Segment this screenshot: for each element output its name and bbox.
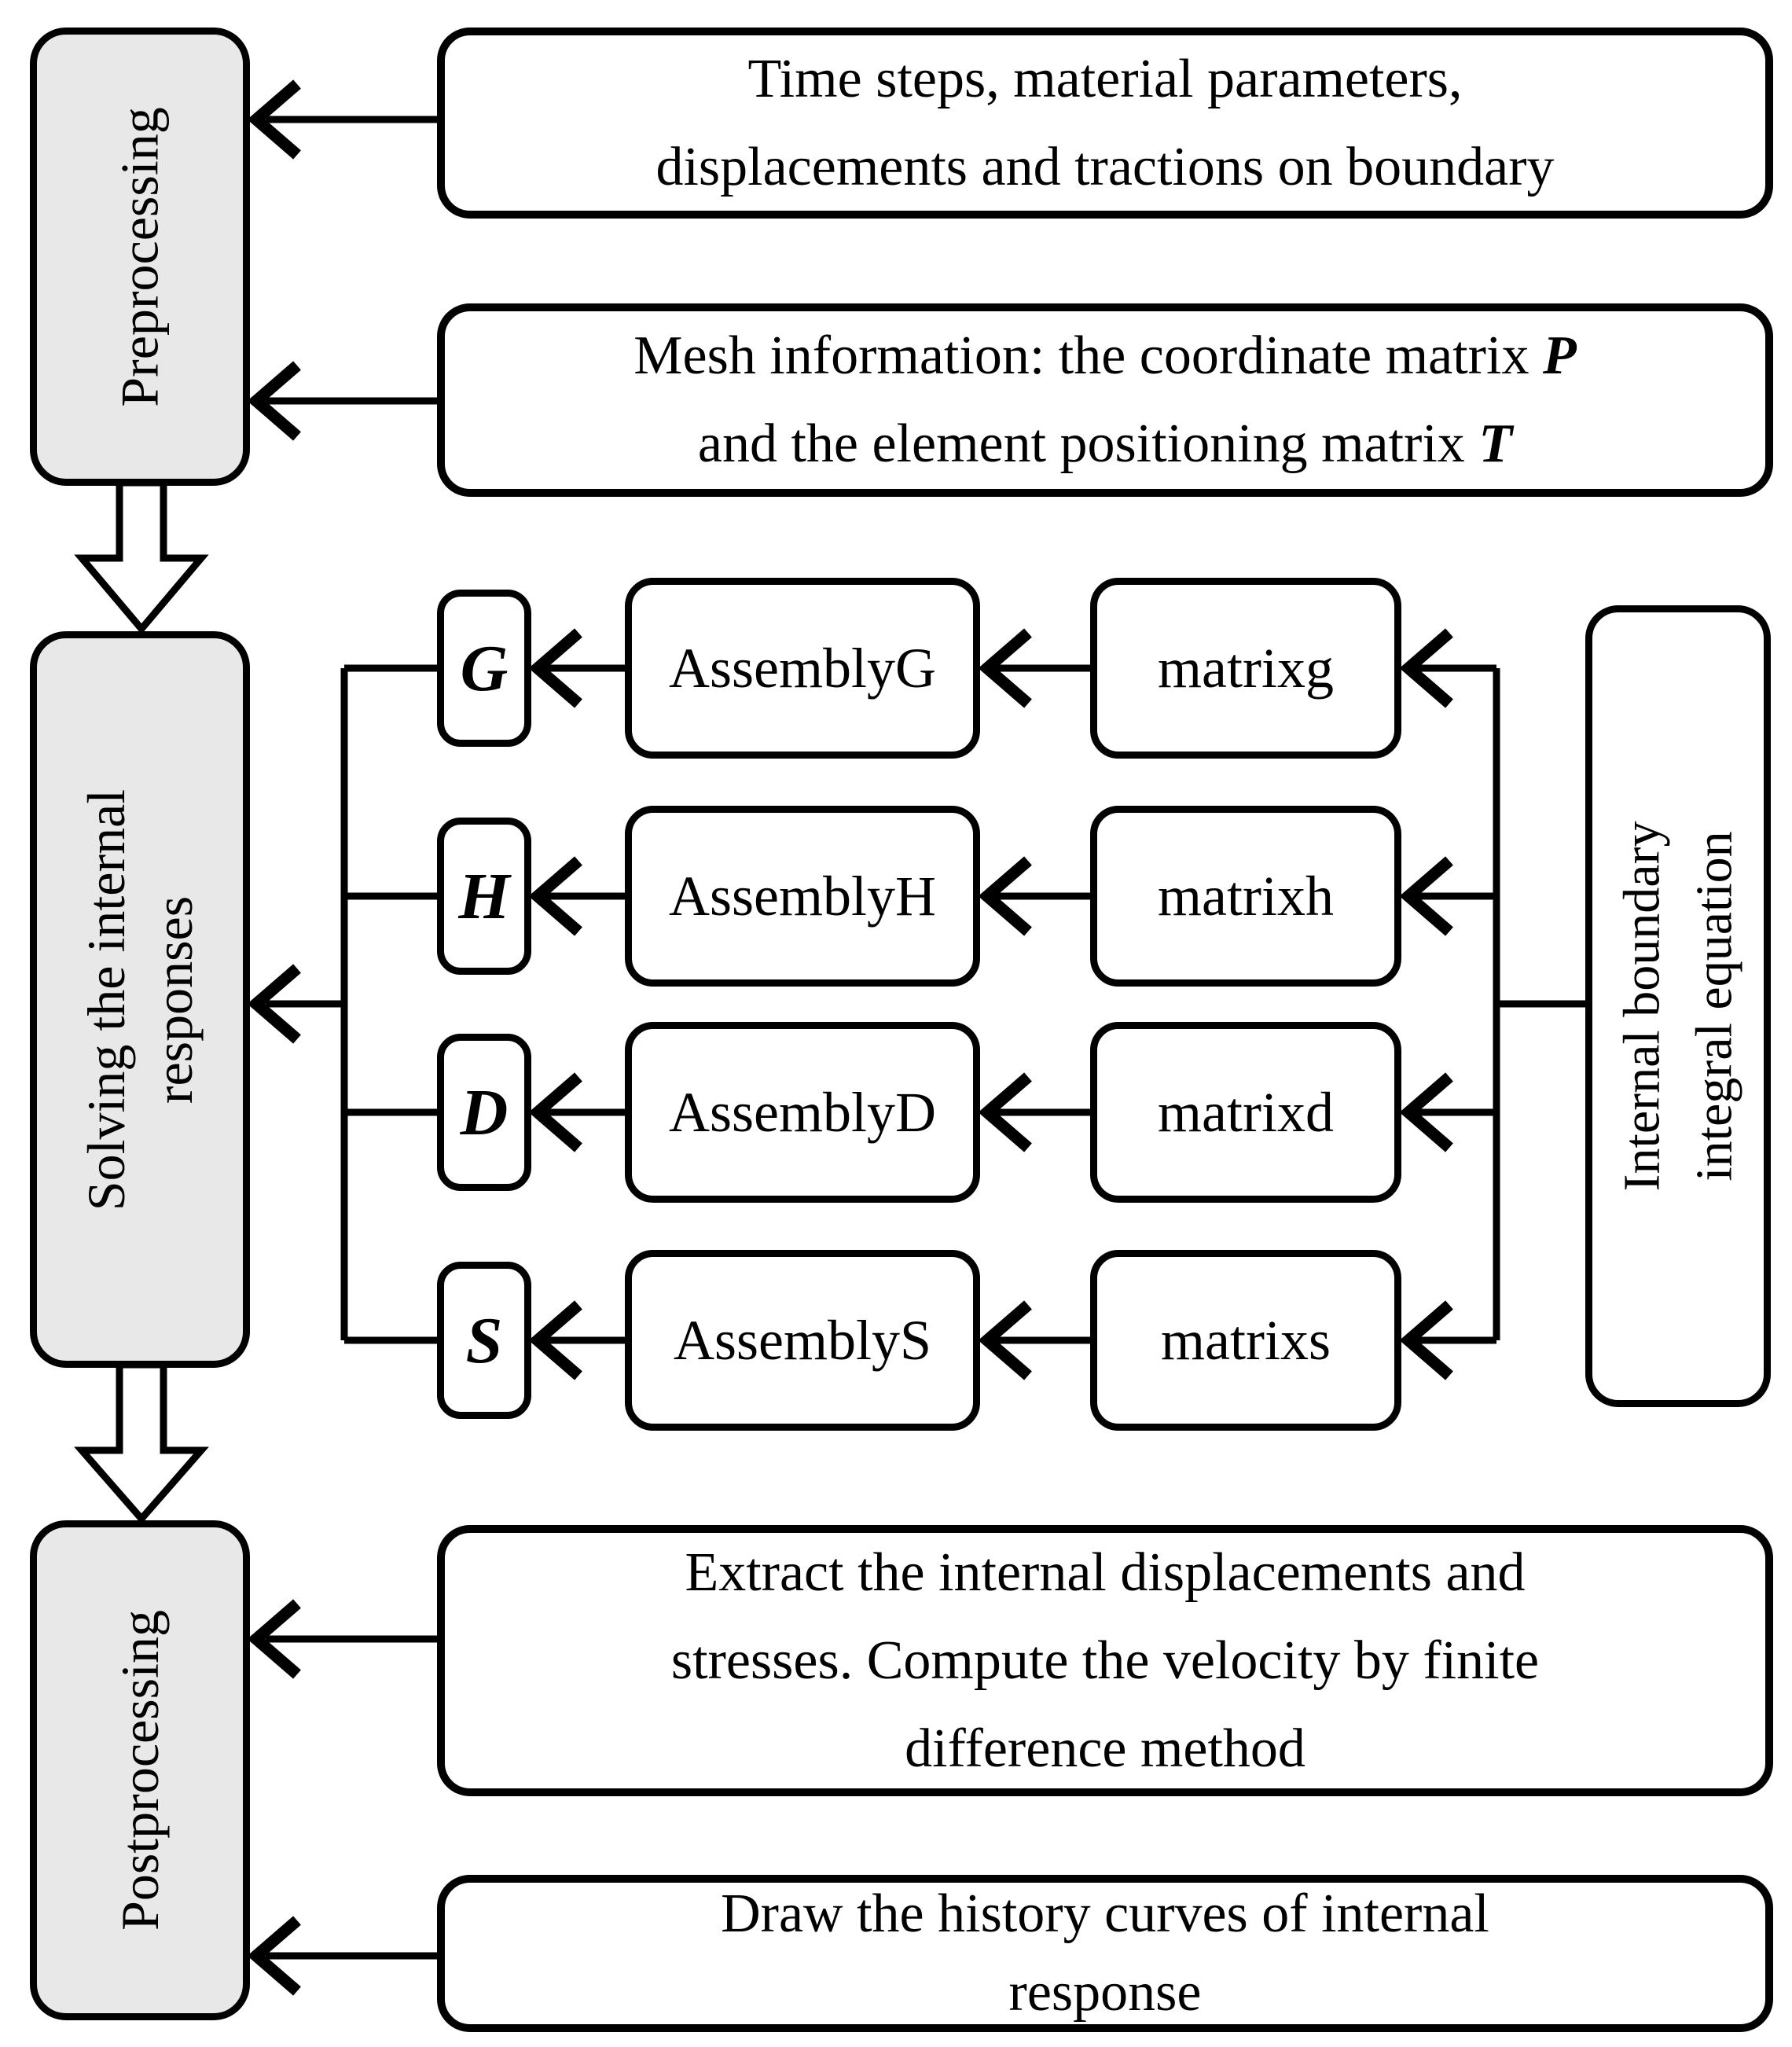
stage-preprocessing: Preprocessing [30, 28, 250, 486]
assembly-H-label: AssemblyH [669, 864, 936, 928]
arrowhead-G [538, 633, 578, 704]
assembly-S-box: AssemblyS [625, 1250, 980, 1431]
result-S-label: S [465, 1303, 503, 1377]
assembly-H-box: AssemblyH [625, 806, 980, 987]
arrowhead-preprocessing-top [256, 84, 297, 155]
input-mesh-box: Mesh information: the coordinate matrix … [437, 303, 1773, 497]
output-draw-line1: Draw the history curves of internal [721, 1883, 1489, 1944]
arrowhead-H [538, 861, 578, 932]
output-draw-box: Draw the history curves of internal resp… [437, 1875, 1773, 2032]
matrix-T-symbol: T [1478, 413, 1513, 474]
input-parameters-line1: Time steps, material parameters, [747, 48, 1463, 109]
input-parameters-box: Time steps, material parameters, displac… [437, 28, 1773, 219]
source-equation-box: Internal boundary integral equation [1585, 605, 1771, 1407]
assembly-G-box: AssemblyG [625, 578, 980, 759]
input-parameters-line2: displacements and tractions on boundary [655, 136, 1555, 197]
mesh-line1-text: Mesh information: the coordinate matrix [633, 325, 1543, 386]
assembly-S-label: AssemblyS [673, 1308, 932, 1372]
result-G-label: G [460, 631, 509, 705]
matrix-d-box: matrixd [1090, 1022, 1401, 1203]
matrix-g-label: matrixg [1158, 636, 1334, 700]
result-H-box: H [437, 818, 531, 975]
matrix-s-box: matrixs [1090, 1250, 1401, 1431]
arrowhead-matrixh [1408, 861, 1449, 932]
block-arrow-solving-to-post [82, 1365, 201, 1519]
input-mesh-line1: Mesh information: the coordinate matrix … [445, 312, 1765, 400]
input-mesh-line2: and the element positioning matrix T [445, 400, 1765, 488]
matrix-h-box: matrixh [1090, 806, 1401, 987]
arrowhead-assemblyH [987, 861, 1028, 932]
matrix-g-box: matrixg [1090, 578, 1401, 759]
output-extract-line2: stresses. Compute the velocity by finite [670, 1630, 1540, 1691]
assembly-D-box: AssemblyD [625, 1022, 980, 1203]
result-D-label: D [460, 1075, 509, 1149]
arrowhead-S [538, 1305, 578, 1376]
matrix-d-label: matrixd [1158, 1080, 1334, 1144]
assembly-D-label: AssemblyD [669, 1080, 936, 1144]
matrix-P-symbol: P [1542, 325, 1577, 386]
output-draw-line2: response [1008, 1962, 1202, 2023]
stage-postprocessing: Postprocessing [30, 1520, 250, 2020]
result-G-box: G [437, 590, 531, 747]
arrowhead-assemblyS [987, 1305, 1028, 1376]
arrowhead-assemblyG [987, 633, 1028, 704]
assembly-G-label: AssemblyG [669, 636, 936, 700]
block-arrow-pre-to-solving [82, 483, 201, 629]
arrowhead-D [538, 1077, 578, 1148]
arrowhead-postprocessing-top [256, 1604, 297, 1674]
arrowhead-postprocessing-bottom [256, 1920, 297, 1991]
output-extract-line1: Extract the internal displacements and [685, 1542, 1526, 1603]
arrowhead-matrixs [1408, 1305, 1449, 1376]
result-H-label: H [458, 859, 510, 933]
arrowhead-assemblyD [987, 1077, 1028, 1148]
stage-solving: Solving the internal responses [30, 631, 250, 1368]
mesh-line2-text: and the element positioning matrix [697, 413, 1479, 474]
arrowhead-solving [256, 968, 297, 1039]
result-D-box: D [437, 1034, 531, 1191]
arrowhead-matrixd [1408, 1077, 1449, 1148]
matrix-s-label: matrixs [1161, 1308, 1331, 1372]
arrowhead-preprocessing-bottom [256, 366, 297, 436]
output-extract-box: Extract the internal displacements and s… [437, 1525, 1773, 1796]
arrowhead-matrixg [1408, 633, 1449, 704]
matrix-h-label: matrixh [1158, 864, 1334, 928]
output-extract-line3: difference method [905, 1718, 1305, 1779]
result-S-box: S [437, 1262, 531, 1419]
